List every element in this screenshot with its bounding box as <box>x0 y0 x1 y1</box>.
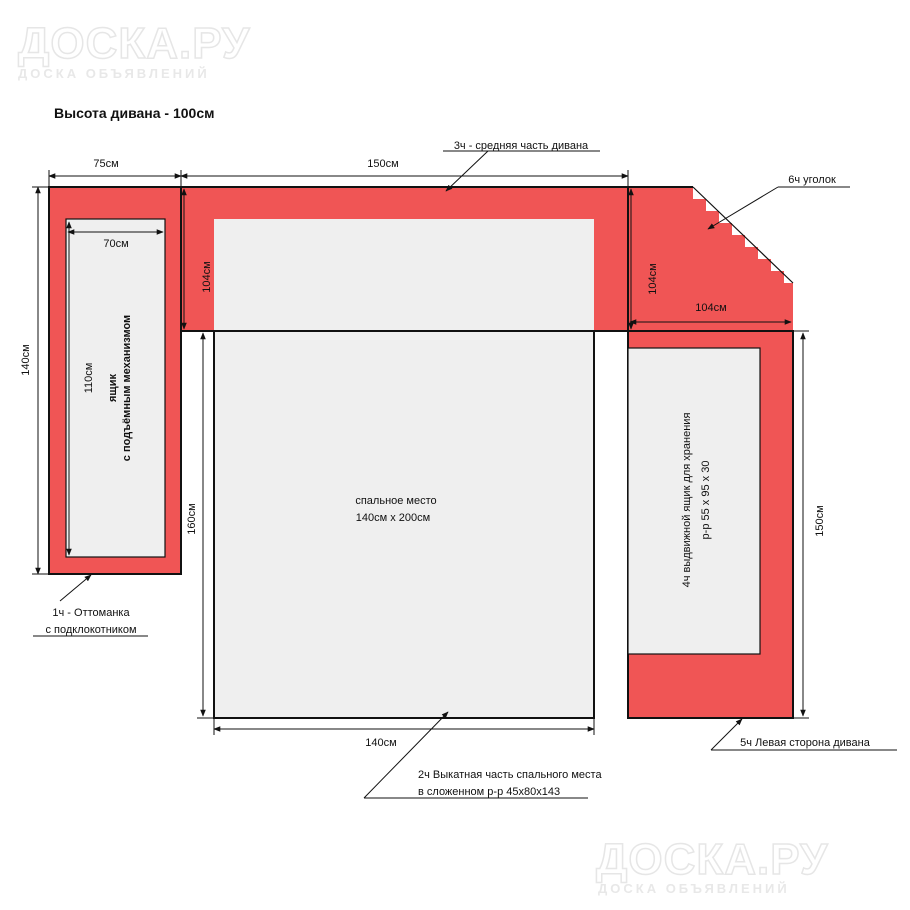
dimension-lines <box>32 170 809 735</box>
middle-callout: 3ч - средняя часть дивана <box>454 140 589 152</box>
page-title: Высота дивана - 100см <box>54 105 214 121</box>
corner-width-label: 104см <box>695 302 726 314</box>
ottoman-box-label-2: с подъёмным механизмом <box>121 315 133 461</box>
middle-seat <box>214 219 594 331</box>
drawer-label-2: р-р 55 х 95 х 30 <box>700 461 712 540</box>
watermark-bottom: ДОСКА.РУ ДОСКА ОБЪЯВЛЕНИЙ <box>595 834 828 896</box>
bed-label-2: 140см х 200см <box>356 512 430 524</box>
ottoman-height-label: 140см <box>20 344 32 375</box>
ottoman-width-label: 75см <box>93 158 118 170</box>
bed-width-label: 140см <box>365 737 396 749</box>
ottoman-inner-width-label: 70см <box>103 238 128 250</box>
left-side-height-label: 150см <box>814 505 826 536</box>
watermark-top: ДОСКА.РУ ДОСКА ОБЪЯВЛЕНИЙ <box>17 18 250 81</box>
watermark-brand: ДОСКА.РУ <box>596 835 828 884</box>
left-side-section <box>627 330 794 719</box>
bed-callout-2: в сложенном р-р 45х80х143 <box>418 786 560 798</box>
left-side-callout: 5ч Левая сторона дивана <box>740 737 871 749</box>
corner-frame <box>628 187 793 331</box>
storage-drawer <box>627 347 761 655</box>
middle-width-label: 150см <box>367 158 398 170</box>
bed-callout-1: 2ч Выкатная часть спального места <box>418 769 602 781</box>
drawer-label-1: 4ч выдвижной ящик для хранения <box>681 413 693 588</box>
bed-label-1: спальное место <box>355 495 436 507</box>
ottoman-box <box>65 218 166 558</box>
bed-height-label: 160см <box>186 503 198 534</box>
sleeping-area <box>213 330 595 719</box>
watermark-tagline: ДОСКА ОБЪЯВЛЕНИЙ <box>598 881 790 896</box>
ottoman-inner-height-label: 110см <box>83 363 95 394</box>
corner-callout: 6ч уголок <box>788 174 836 186</box>
watermark-tagline: ДОСКА ОБЪЯВЛЕНИЙ <box>18 66 210 81</box>
middle-section <box>180 186 629 332</box>
ottoman-callout-1: 1ч - Оттоманка <box>52 607 130 619</box>
ottoman-box-label-1: ящик <box>107 374 119 402</box>
bed-section <box>181 330 793 719</box>
ottoman-callout-2: с подклокотником <box>45 624 136 636</box>
corner-diagonal <box>692 186 794 284</box>
watermark-brand: ДОСКА.РУ <box>18 19 250 68</box>
callout-lines <box>33 150 897 799</box>
corner-height-label: 104см <box>647 263 659 294</box>
corner-section <box>627 186 794 331</box>
middle-height-label: 104см <box>201 261 213 292</box>
